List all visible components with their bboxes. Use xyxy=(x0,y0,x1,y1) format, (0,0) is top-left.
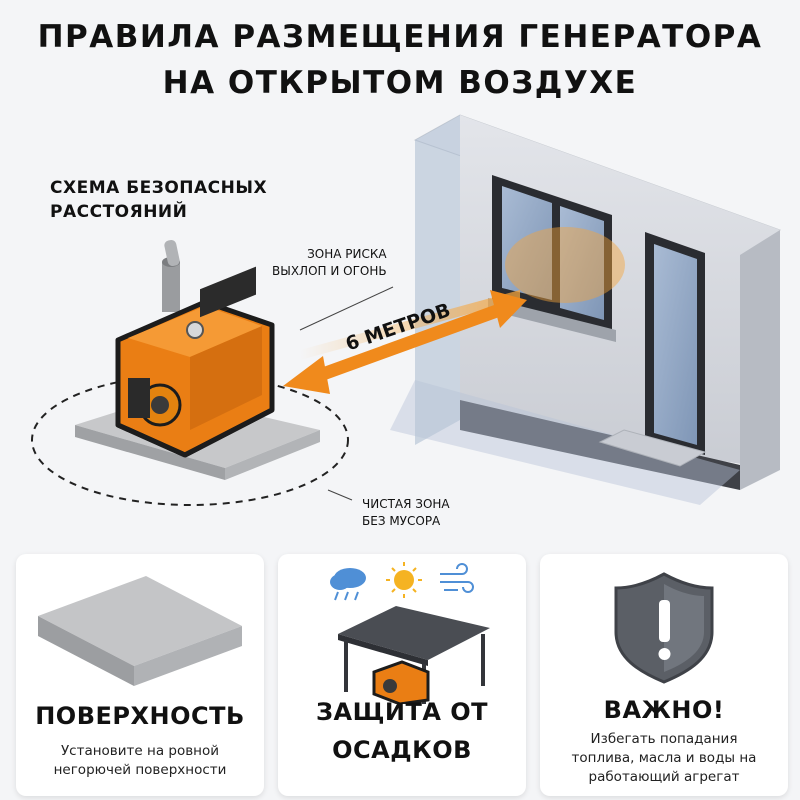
card-surface-text-1: Установите на ровной xyxy=(60,743,220,759)
card-weather-protection: ЗАЩИТА ОТ ОСАДКОВ xyxy=(278,554,526,796)
safety-scene-illustration: 6 МЕТРОВ xyxy=(31,114,782,506)
distance-arrow xyxy=(283,290,527,394)
card-weather-title-2: ОСАДКОВ xyxy=(332,736,472,764)
clean-zone-label: ЧИСТАЯ ЗОНА БЕЗ МУСОРА xyxy=(362,496,450,530)
page-title: ПРАВИЛА РАЗМЕЩЕНИЯ ГЕНЕРАТОРА НА ОТКРЫТО… xyxy=(0,14,800,106)
card-important-title: ВАЖНО! xyxy=(603,696,725,724)
title-line-2: НА ОТКРЫТОМ ВОЗДУХЕ xyxy=(162,65,638,101)
schema-line-2: РАССТОЯНИЙ xyxy=(50,202,188,222)
wind-icon xyxy=(440,563,474,593)
card-surface-text-2: негорючей поверхности xyxy=(53,762,227,778)
card-important-text-2: топлива, масла и воды на xyxy=(571,750,757,766)
rain-cloud-icon xyxy=(330,568,366,601)
risk-line-2: ВЫХЛОП И ОГОНЬ xyxy=(272,264,387,278)
card-important: ВАЖНО! Избегать попадания топлива, масла… xyxy=(540,554,788,796)
concrete-slab-icon xyxy=(38,576,242,686)
warning-shield-icon xyxy=(614,572,714,684)
card-weather-title-1: ЗАЩИТА ОТ xyxy=(315,698,489,726)
clean-line-2: БЕЗ МУСОРА xyxy=(362,514,441,528)
card-important-text-3: работающий агрегат xyxy=(588,769,740,785)
title-line-1: ПРАВИЛА РАЗМЕЩЕНИЯ ГЕНЕРАТОРА xyxy=(37,19,763,55)
safety-schema-label: СХЕМА БЕЗОПАСНЫХ РАССТОЯНИЙ xyxy=(50,176,267,224)
tips-cards: ПОВЕРХНОСТЬ Установите на ровной негорюч… xyxy=(0,548,800,800)
risk-line-1: ЗОНА РИСКА xyxy=(307,247,387,261)
card-important-text-1: Избегать попадания xyxy=(590,731,738,747)
sun-icon xyxy=(386,562,422,598)
generator-illustration xyxy=(115,239,275,458)
card-surface-title: ПОВЕРХНОСТЬ xyxy=(35,702,245,730)
card-surface: ПОВЕРХНОСТЬ Установите на ровной негорюч… xyxy=(16,554,264,796)
risk-zone-label: ЗОНА РИСКА ВЫХЛОП И ОГОНЬ xyxy=(272,246,387,280)
schema-line-1: СХЕМА БЕЗОПАСНЫХ xyxy=(50,178,268,198)
clean-line-1: ЧИСТАЯ ЗОНА xyxy=(362,497,450,511)
house-wall xyxy=(390,114,782,505)
canopy-icon xyxy=(330,562,490,704)
